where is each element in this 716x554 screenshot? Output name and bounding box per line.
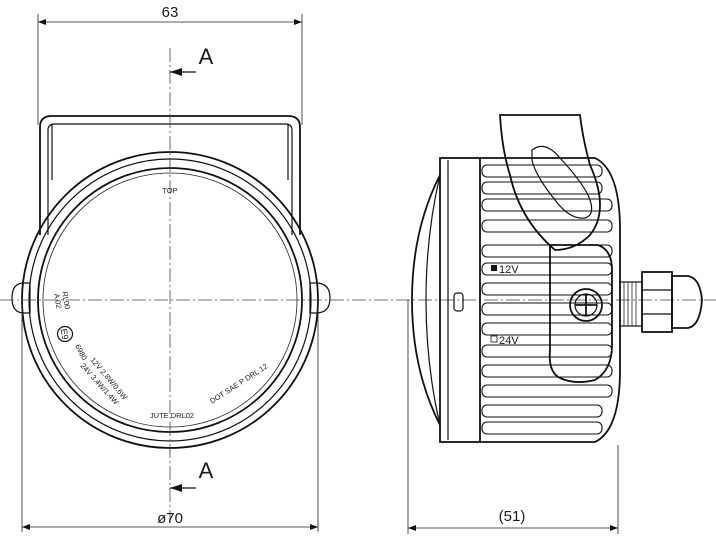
heatsink-fin — [481, 219, 613, 233]
heatsink-fins — [481, 164, 613, 435]
section-label-bottom: A — [199, 458, 214, 483]
label-24v: 24V — [490, 335, 519, 347]
heatsink-fin — [481, 164, 603, 178]
heatsink-fin — [481, 198, 613, 212]
dimension-diameter-label: ø70 — [157, 510, 183, 527]
heatsink-fin — [481, 244, 613, 258]
heatsink-fin — [481, 282, 613, 296]
e-mark: E9 — [56, 325, 74, 343]
dimension-depth: (51) — [407, 300, 619, 534]
side-slot — [453, 292, 464, 312]
section-marker-bottom: A — [170, 458, 214, 492]
section-marker-top: A — [170, 44, 214, 76]
bezel — [439, 157, 481, 443]
dimension-diameter: ø70 — [21, 300, 319, 532]
heatsink-fin — [481, 384, 613, 398]
label-12v: 12V — [491, 264, 519, 276]
left-bolt — [11, 282, 31, 314]
side-bracket — [499, 114, 601, 251]
side-view: 12V 24V — [407, 114, 703, 534]
lens-text-rl: RL00 — [60, 291, 72, 310]
heatsink-fin — [481, 404, 603, 418]
lens-text-e-number: 6980 — [73, 343, 89, 362]
dimension-63: 63 — [37, 4, 303, 125]
phillips-screw — [569, 288, 603, 322]
label-12v-text: 12V — [499, 264, 519, 276]
section-label-top: A — [199, 44, 214, 69]
lens-text-dot: DOT SAE P DRL 12 — [208, 362, 269, 406]
heatsink-fin — [481, 364, 613, 378]
side-lens — [411, 174, 441, 426]
heatsink-fin — [481, 421, 603, 435]
right-bolt — [309, 282, 331, 314]
threaded-stud — [619, 281, 643, 327]
e-mark-text: E9 — [59, 328, 71, 341]
label-24v-text: 24V — [499, 335, 519, 347]
dimension-63-label: 63 — [162, 4, 179, 21]
cable-gland — [671, 275, 703, 329]
hex-nut — [641, 271, 673, 333]
heatsink-fin — [481, 322, 613, 336]
lens-text-jute: JUTE DRL02 — [150, 411, 194, 420]
lens-text-top: TOP — [162, 186, 177, 195]
lens-text-a: A 02 — [52, 293, 63, 309]
dimension-depth-label: (51) — [499, 508, 526, 525]
